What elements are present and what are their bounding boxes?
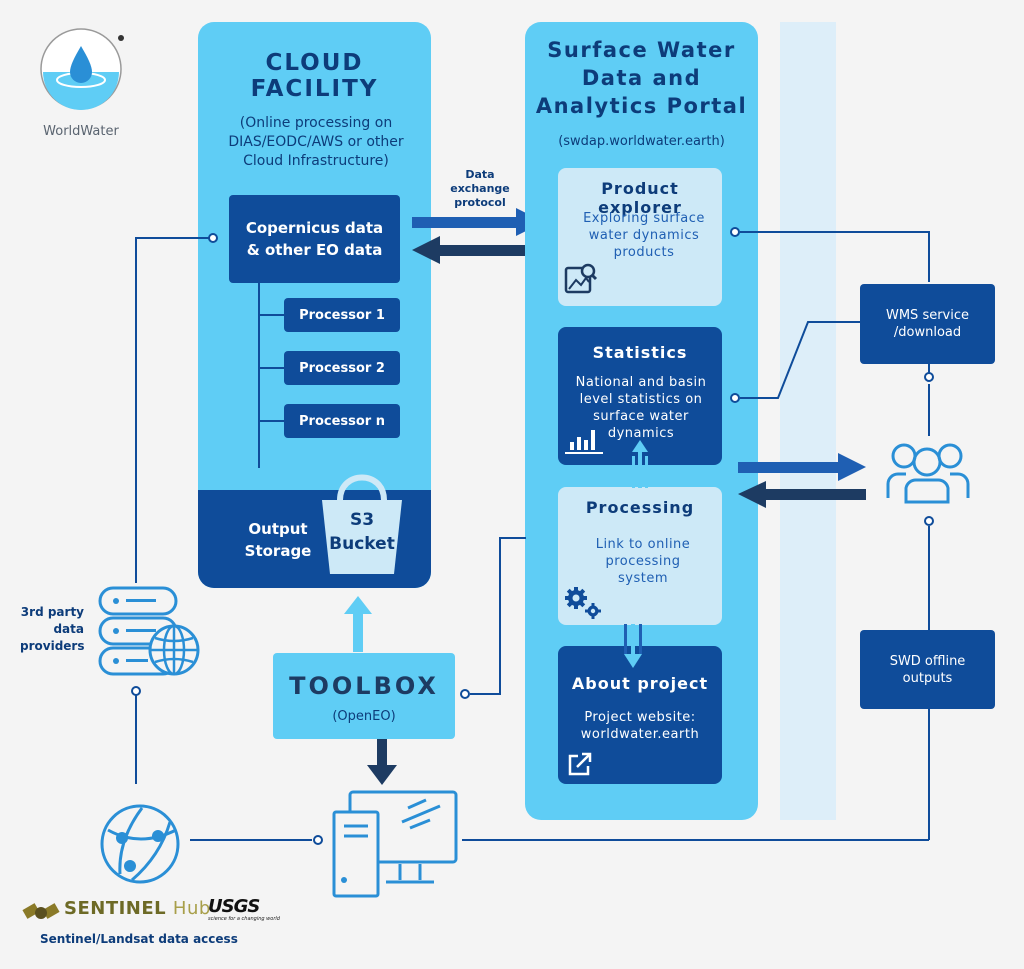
sentinel-hub-satellite-icon: [22, 903, 60, 919]
s3-bucket-label: S3 Bucket: [329, 510, 395, 554]
usgs-logo: USGS science for a changing world: [208, 896, 280, 923]
worldwater-logo: WorldWater: [34, 28, 128, 139]
processing-desc: Link to online processing system: [595, 537, 691, 586]
statistics-title: Statistics: [592, 343, 688, 362]
processing-up-arrow: [632, 440, 648, 488]
external-link-icon[interactable]: [566, 752, 594, 778]
data-exchange-label: Data exchange protocol: [450, 168, 510, 209]
about-project-title: About project: [571, 674, 709, 693]
sentinel-hub-logo: SENTINEL Hub: [64, 898, 211, 919]
gears-icon: [565, 587, 601, 619]
processor-2: Processor 2: [284, 351, 400, 385]
about-project-desc[interactable]: Project website: worldwater.earth: [580, 710, 700, 742]
cloud-subtitle: (Online processing on DIAS/EODC/AWS or o…: [228, 115, 404, 169]
toolbox-sub: (OpenEO): [332, 709, 396, 724]
portal-url: (swdap.worldwater.earth): [558, 134, 725, 149]
toolbox-down-arrow: [367, 739, 397, 785]
copernicus-data-box: Copernicus data & other EO data: [229, 195, 400, 283]
database-globe-icon: [98, 586, 200, 676]
product-explorer-desc: Exploring surface water dynamics product…: [583, 211, 705, 260]
swd-offline-box[interactable]: SWD offline outputs: [860, 630, 995, 709]
sentinel-hub-light: Hub: [172, 898, 211, 919]
portal-title: Surface Water Data and Analytics Portal: [535, 38, 748, 118]
computer-icon: [332, 790, 458, 898]
network-globe-icon: [100, 804, 180, 884]
portal-side-strip: [780, 22, 836, 820]
third-party-label: 3rd party data providers: [20, 605, 85, 653]
processor-n: Processor n: [284, 404, 400, 438]
statistics-desc: National and basin level statistics on s…: [575, 375, 707, 441]
toolbox-box[interactable]: [273, 653, 455, 739]
sentinel-hub-strong: SENTINEL: [64, 898, 167, 919]
processing-down-arrow: [624, 624, 642, 668]
bar-chart-icon: [565, 430, 603, 454]
users-exchange-arrows: [738, 453, 866, 508]
output-storage-label: Output Storage: [244, 520, 312, 560]
cloud-title-line2: FACILITY: [250, 76, 379, 102]
usgs-name: USGS: [208, 896, 260, 917]
processor-1: Processor 1: [284, 298, 400, 332]
logo-text: WorldWater: [43, 124, 119, 139]
image-search-icon: [564, 263, 598, 294]
processing-card[interactable]: [558, 487, 722, 625]
users-group-icon: [886, 443, 970, 504]
usgs-tagline: science for a changing world: [208, 916, 280, 922]
product-explorer-card[interactable]: [558, 168, 722, 306]
water-drop-icon: [40, 28, 124, 110]
cloud-title-line1: CLOUD: [265, 50, 364, 76]
processor-tree-line: [258, 283, 260, 468]
s3-bucket-icon: [322, 474, 402, 574]
processing-title: Processing: [585, 498, 695, 517]
data-access-label: Sentinel/Landsat data access: [40, 932, 238, 946]
wms-service-box[interactable]: WMS service /download: [860, 284, 995, 364]
product-explorer-title: Product explorer: [598, 179, 682, 217]
toolbox-up-arrow: [344, 596, 372, 652]
about-project-card[interactable]: [558, 646, 722, 784]
toolbox-title: TOOLBOX: [289, 672, 439, 700]
